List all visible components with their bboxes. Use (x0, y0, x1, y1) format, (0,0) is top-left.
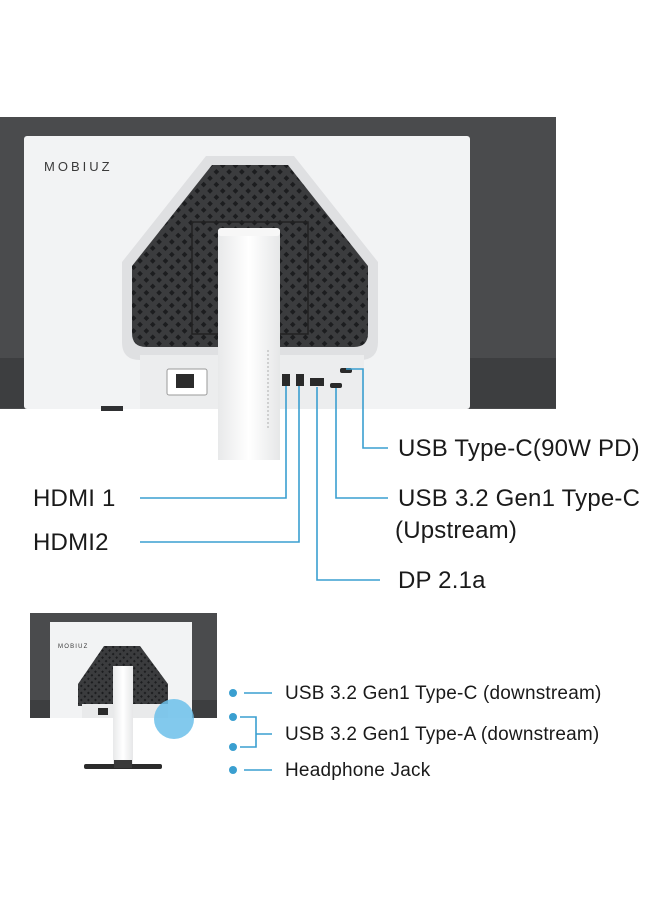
frame-side-bar-right (470, 358, 556, 408)
small-stand-neck (113, 666, 133, 764)
label-hdmi1: HDMI 1 (33, 485, 116, 512)
side-callout-markers (229, 689, 272, 774)
label-usb-c-pd: USB Type-C(90W PD) (398, 435, 640, 462)
power-socket-inner (176, 374, 194, 388)
dot-usb-c-downstream (229, 689, 237, 697)
main-callout-lines (140, 368, 388, 581)
dot-usb-a-downstream-2 (229, 743, 237, 751)
label-headphone-jack: Headphone Jack (285, 760, 431, 781)
small-frame-side-right (192, 700, 217, 718)
label-usb-c-upstream-line1: USB 3.2 Gen1 Type-C (398, 485, 641, 512)
stand-neck-top (218, 228, 280, 236)
hdmi2-port (296, 374, 304, 386)
main-monitor: MOBIUZ (0, 117, 556, 460)
callout-line-usb-c-pd (346, 368, 388, 449)
dot-usb-a-downstream-1 (229, 713, 237, 721)
small-brand-logo: MOBIUZ (58, 644, 89, 650)
small-monitor: MOBIUZ (30, 613, 217, 769)
frame-side-bar-left (0, 358, 26, 408)
side-ports-highlight (154, 699, 194, 739)
label-usb-c-upstream-line2: (Upstream) (395, 517, 518, 544)
small-stand-base-center (114, 760, 132, 768)
label-hdmi2: HDMI2 (33, 529, 109, 556)
callout-line-usb-c-upstream (335, 388, 388, 499)
label-usb-c-downstream: USB 3.2 Gen1 Type-C (downstream) (285, 683, 602, 704)
monitor-foot (101, 406, 123, 411)
label-usb-a-downstream: USB 3.2 Gen1 Type-A (downstream) (285, 724, 600, 745)
brand-logo: MOBIUZ (44, 159, 113, 174)
label-dp: DP 2.1a (398, 567, 486, 594)
small-frame-side-left (30, 700, 50, 718)
bracket-usb-a-downstream (240, 716, 272, 748)
callout-line-dp (316, 387, 380, 581)
stand-neck (218, 230, 280, 460)
dp-port (310, 378, 324, 386)
callout-line-hdmi2 (140, 386, 300, 543)
hdmi1-port (282, 374, 290, 386)
usb-c-upstream-port (330, 383, 342, 388)
small-power-socket (98, 708, 108, 715)
callout-line-hdmi1 (140, 386, 287, 499)
dot-headphone (229, 766, 237, 774)
